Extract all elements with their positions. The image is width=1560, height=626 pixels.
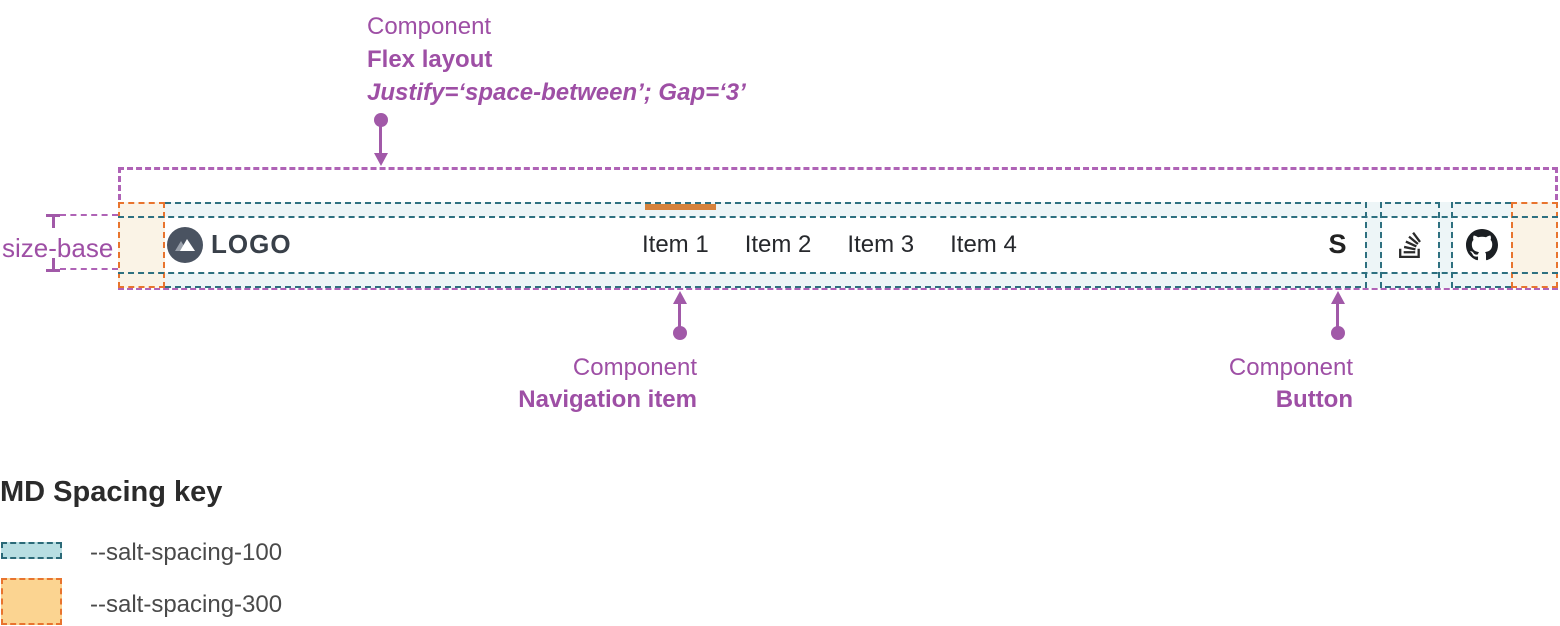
- annotation-flex-layout-label: Flex layout: [367, 46, 493, 73]
- spacing-300-label: --salt-spacing-300: [90, 591, 283, 618]
- measure-tick-top: [46, 214, 60, 217]
- flex-layout-annotation: Component Flex layout Justify=‘space-bet…: [367, 10, 746, 109]
- annotation-flex-props-label: Justify=‘space-between’; Gap=‘3’: [367, 79, 746, 106]
- nav-item-3[interactable]: Item 3: [847, 230, 915, 258]
- spacing-100-gap-2: [1438, 202, 1453, 288]
- stackoverflow-icon: [1399, 231, 1421, 258]
- arrow-up-icon: [1331, 291, 1345, 304]
- nav-item-annotation: Component Navigation item: [457, 352, 697, 416]
- measure-tick-bottom-stem: [52, 258, 55, 270]
- size-base-label: size-base: [2, 233, 114, 263]
- nav-item-2[interactable]: Item 2: [744, 230, 812, 258]
- stackoverflow-button[interactable]: [1382, 217, 1438, 272]
- nav-item-1[interactable]: Item 1: [642, 230, 709, 258]
- spacing-300-strip-right: [1511, 202, 1558, 288]
- spacing-300-swatch: [1, 578, 62, 625]
- logo[interactable]: LOGO: [165, 217, 292, 272]
- active-item-indicator: [645, 204, 716, 210]
- connector-line: [379, 126, 382, 156]
- arrow-down-icon: [374, 153, 388, 166]
- connector-dot: [1331, 326, 1345, 340]
- measure-tick-top-stem: [52, 216, 55, 228]
- spacing-100-strip-top: [165, 202, 1511, 217]
- mountain-logo-icon: [167, 226, 203, 263]
- nav-item-4[interactable]: Item 4: [950, 230, 1017, 258]
- measure-dash-top: [60, 214, 118, 216]
- app-header: LOGO Item 1 Item 2 Item 3 Item 4 S: [118, 202, 1558, 288]
- spacing-100-strip-bottom: [165, 273, 1511, 288]
- annotation-component-label: Component: [572, 354, 697, 381]
- nav-items: Item 1 Item 2 Item 3 Item 4: [642, 217, 1017, 272]
- spacing-100-gap-1: [1365, 202, 1382, 288]
- connector-dot: [374, 113, 388, 127]
- connector-line: [678, 301, 681, 328]
- spacing-300-strip-left: [118, 202, 165, 288]
- spacing-guide-line-top: [118, 216, 1558, 218]
- connector-dot: [673, 326, 687, 340]
- connector-line: [1336, 301, 1339, 328]
- spacing-100-label: --salt-spacing-100: [90, 539, 283, 566]
- spacing-100-swatch: [1, 542, 62, 559]
- annotation-component-label: Component: [367, 13, 492, 40]
- measure-dash-bottom: [60, 268, 118, 270]
- spacing-guide-line-bottom: [118, 272, 1558, 274]
- annotation-component-label: Component: [1228, 354, 1353, 381]
- annotation-navigation-item-label: Navigation item: [518, 386, 697, 413]
- s-logo-button[interactable]: S: [1310, 217, 1365, 272]
- button-annotation: Component Button: [1113, 352, 1353, 416]
- measure-tick-bottom: [46, 269, 60, 272]
- github-icon: [1466, 228, 1498, 260]
- annotation-button-label: Button: [1275, 386, 1353, 413]
- s-logo-icon: S: [1328, 229, 1347, 259]
- legend-title: MD Spacing key: [0, 476, 223, 508]
- arrow-up-icon: [673, 291, 687, 304]
- github-button[interactable]: [1453, 217, 1511, 272]
- logo-text: LOGO: [211, 229, 292, 259]
